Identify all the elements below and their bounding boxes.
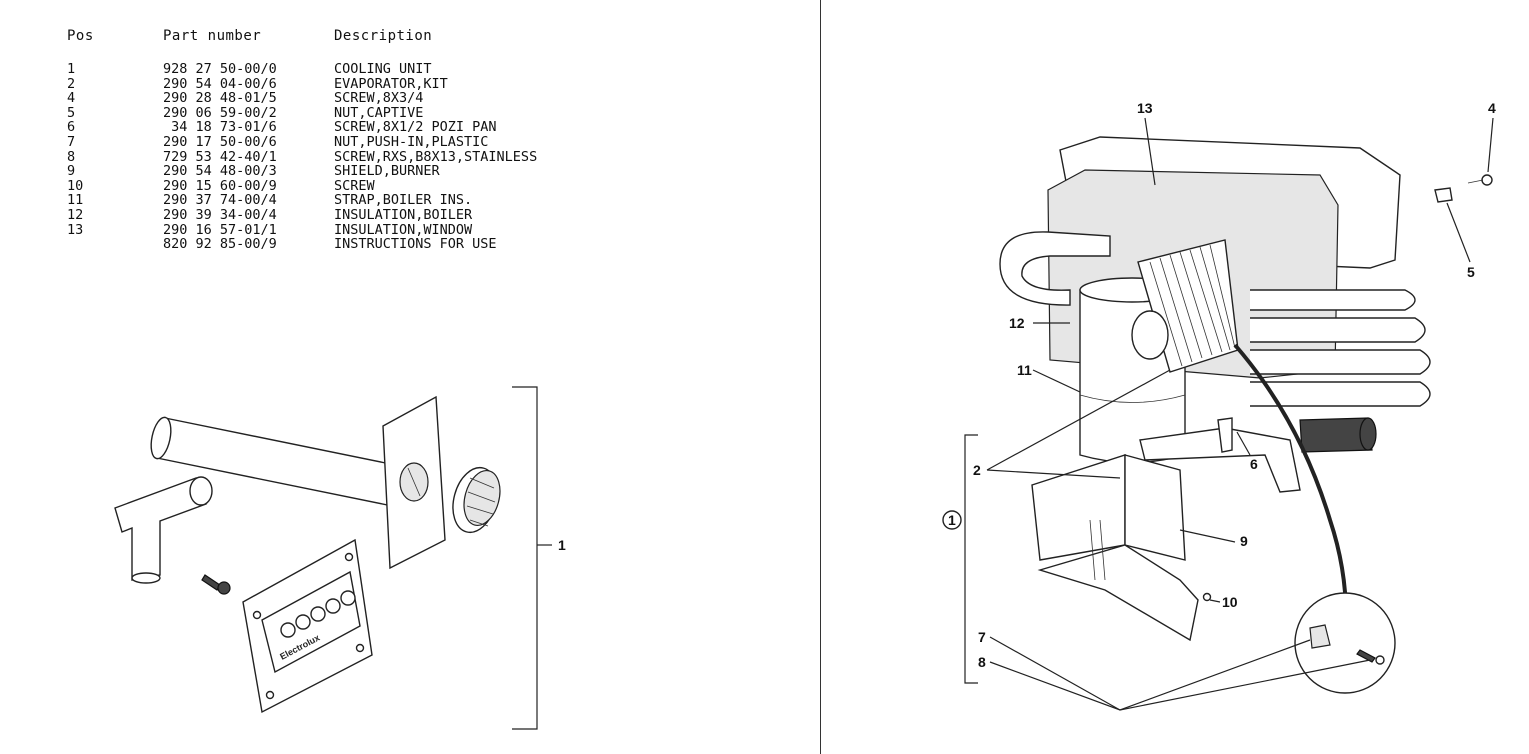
callout-label: 6	[1250, 456, 1258, 472]
row-part-number: 928 27 50-00/0	[163, 61, 277, 77]
callout-label: 10	[1222, 594, 1238, 610]
callout-label: 4	[1488, 100, 1496, 116]
callout-1-circle	[942, 510, 962, 530]
row-part-number: 290 06 59-00/2	[163, 104, 277, 121]
row-description: SCREW	[334, 177, 375, 194]
screw-drawing	[201, 574, 231, 595]
burner-tube-drawing	[1139, 427, 1301, 493]
bracket-6-drawing	[1217, 417, 1233, 453]
header-part-number: Part number	[163, 28, 262, 44]
row-description: INSTRUCTIONS FOR USE	[334, 236, 497, 253]
row-description: SCREW,8X3/4	[334, 90, 424, 107]
flue-tube-drawing	[150, 416, 421, 511]
callout-label: 8	[978, 654, 986, 670]
evaporator-fins-drawing	[1131, 239, 1239, 373]
page-fold-divider	[820, 0, 821, 754]
row-part-number: 34 18 73-01/6	[163, 119, 277, 136]
row-pos: 13	[67, 221, 84, 238]
row-description: NUT,CAPTIVE	[334, 104, 424, 121]
row-part-number: 820 92 85-00/9	[163, 236, 277, 253]
row-part-number: 290 37 74-00/4	[163, 192, 277, 209]
callout-numbers: 13 4 5 12 11 6 2 1 9 10 7 8	[942, 100, 1496, 670]
row-part-number: 290 39 34-00/4	[163, 206, 277, 223]
row-description: INSULATION,BOILER	[334, 206, 473, 223]
header-description: Description	[334, 28, 433, 44]
burner-gauze-drawing	[452, 466, 501, 534]
row-pos: 6	[67, 119, 76, 136]
row-part-number: 290 54 48-00/3	[163, 163, 277, 180]
burner-cover-drawing: Electrolux	[242, 538, 373, 714]
callout-label: 7	[978, 629, 986, 645]
callout-1-bracket: 1	[512, 386, 566, 730]
row-part-number: 290 17 50-00/6	[163, 133, 277, 150]
t-pipe-drawing	[114, 476, 213, 584]
row-part-number: 290 28 48-01/5	[163, 90, 277, 107]
burner-shield-drawing	[1031, 454, 1199, 642]
row-pos: 8	[67, 148, 76, 165]
left-exploded-diagram: Electrolux 1	[114, 386, 566, 730]
row-part-number: 290 16 57-01/1	[163, 221, 277, 238]
leader-lines	[964, 117, 1494, 711]
row-pos: 1	[67, 61, 76, 77]
row-pos: 4	[67, 90, 76, 107]
callout-label: 5	[1467, 264, 1475, 280]
igniter-drawing	[1299, 417, 1377, 453]
detail-magnifier-drawing	[1294, 592, 1396, 694]
callout-label: 12	[1009, 315, 1025, 331]
captive-nut-drawing	[1434, 174, 1493, 203]
row-description: SCREW,RXS,B8X13,STAINLESS	[334, 148, 538, 165]
row-description: NUT,PUSH-IN,PLASTIC	[334, 133, 489, 150]
callout-label: 13	[1137, 100, 1153, 116]
row-description: SHIELD,BURNER	[334, 163, 440, 180]
row-pos: 11	[67, 192, 84, 209]
screw-10-drawing	[1202, 592, 1212, 602]
row-description: COOLING UNIT	[334, 61, 432, 77]
row-pos: 12	[67, 206, 84, 223]
row-pos: 10	[67, 177, 84, 194]
condenser-coils-drawing	[1250, 289, 1431, 407]
callout-label: 1	[558, 537, 566, 553]
header-pos: Pos	[67, 28, 94, 44]
row-pos: 9	[67, 163, 76, 180]
mounting-plate-drawing	[382, 395, 446, 570]
row-description: STRAP,BOILER INS.	[334, 192, 473, 209]
callout-label: 1	[948, 512, 956, 528]
row-pos: 7	[67, 133, 76, 150]
row-description: SCREW,8X1/2 POZI PAN	[334, 119, 497, 136]
row-part-number: 290 15 60-00/9	[163, 177, 277, 194]
row-pos: 5	[67, 104, 76, 121]
callout-label: 11	[1017, 362, 1032, 378]
row-description: INSULATION,WINDOW	[334, 221, 473, 238]
row-pos: 2	[67, 75, 76, 92]
row-part-number: 290 54 04-00/6	[163, 75, 277, 92]
row-description: EVAPORATOR,KIT	[334, 75, 448, 92]
u-pipe-drawing	[999, 231, 1111, 306]
callout-label: 9	[1240, 533, 1248, 549]
row-part-number: 729 53 42-40/1	[163, 148, 277, 165]
right-exploded-diagram: 13 4 5 12 11 6 2 1 9 10 7 8	[942, 100, 1496, 711]
callout-label: 2	[973, 462, 981, 478]
